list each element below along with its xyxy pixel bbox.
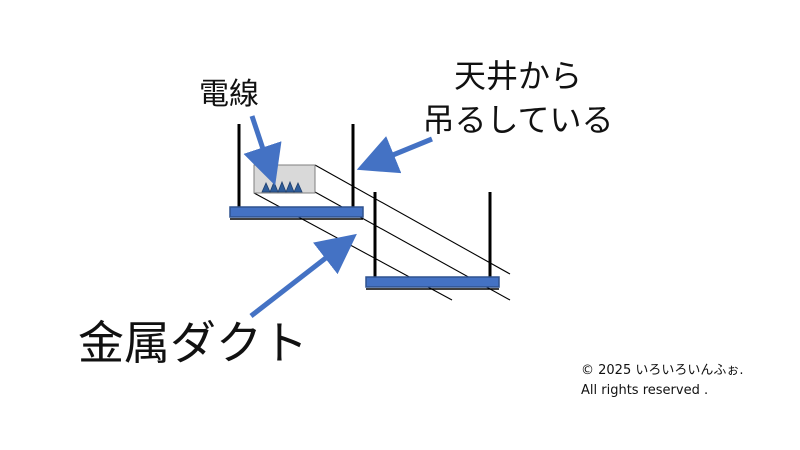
label-hanging-line1: 天井から — [453, 57, 582, 95]
arrow-hanging — [356, 136, 433, 174]
copyright-line2: All rights reserved . — [581, 383, 709, 398]
support-tray-front — [229, 206, 364, 218]
label-hanging-line2: 吊るしている — [422, 101, 614, 139]
arrow-wire — [243, 115, 282, 186]
copyright-notice: © 2025 いろいろいんふぉ. All rights reserved . — [581, 361, 743, 401]
label-wire: 電線 — [199, 77, 259, 112]
label-hanging: 天井から 吊るしている — [402, 54, 634, 142]
label-duct: 金属ダクト — [78, 316, 308, 370]
wire-bundle — [261, 180, 303, 193]
copyright-line1: © 2025 いろいろいんふぉ. — [581, 363, 744, 378]
support-tray-back — [365, 276, 500, 288]
arrow-duct — [249, 233, 357, 318]
